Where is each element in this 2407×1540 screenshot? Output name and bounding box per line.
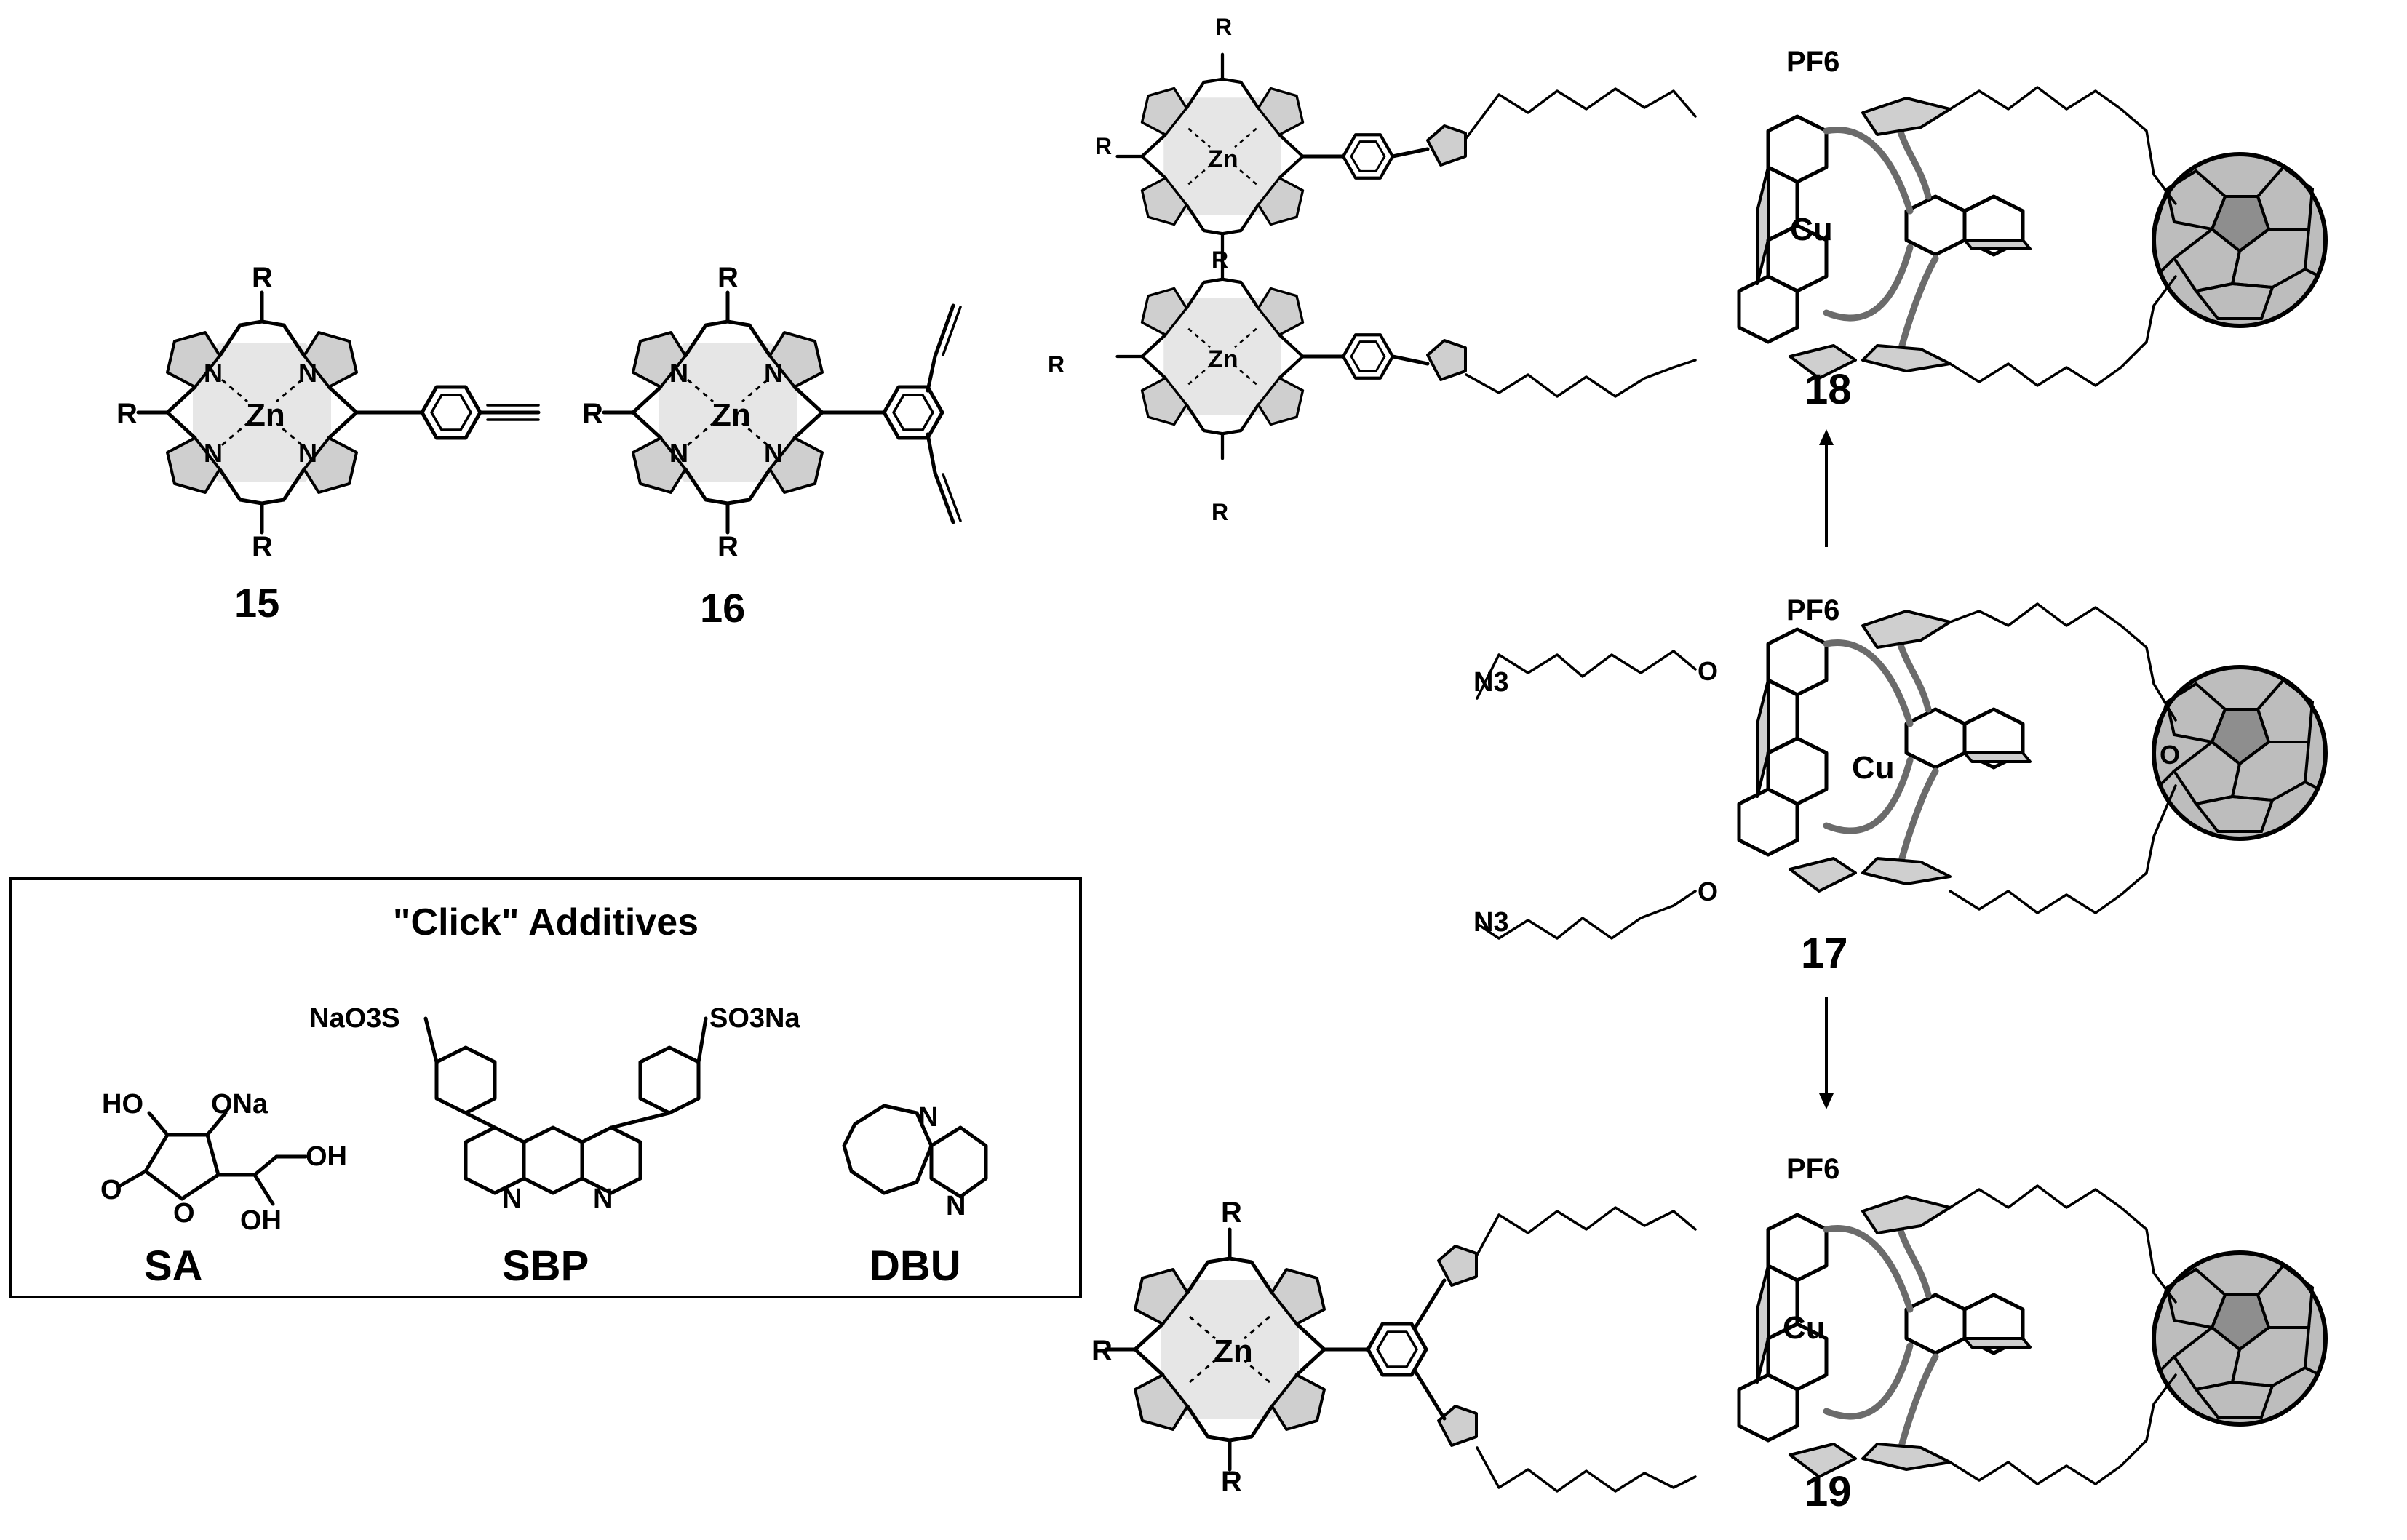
svg-text:R: R [717,262,739,294]
svg-text:N: N [502,1184,522,1214]
r-group: R [252,531,273,563]
sbp-ligand: NaO3S SO3Na N N SBP [309,1003,800,1290]
svg-text:R: R [1212,247,1228,273]
svg-text:R: R [1215,14,1232,40]
svg-text:HO: HO [102,1089,143,1120]
compound-18: Zn Zn R R R R R PF6 Cu 18 [1048,14,2326,525]
arrow-17-to-19 [1819,997,1834,1109]
svg-text:NaO3S: NaO3S [309,1003,400,1034]
azide-bottom: N3 [1473,907,1509,938]
svg-text:N: N [298,438,317,468]
svg-text:N: N [918,1102,938,1133]
svg-text:N: N [298,358,317,388]
zn-atom-15: Zn [246,397,285,433]
cu-atom-19: Cu [1783,1310,1826,1346]
r-group: R [116,398,138,430]
svg-text:R: R [1048,351,1065,378]
svg-text:N: N [764,438,783,468]
svg-text:N: N [669,358,688,388]
svg-text:N: N [669,438,688,468]
arrow-17-to-18 [1819,429,1834,547]
svg-text:OH: OH [240,1205,282,1236]
svg-text:R: R [1212,499,1228,525]
compound-15: Zn N N N N R R R 15 [116,262,541,626]
azide-top: N3 [1473,667,1509,698]
zn-atom-16: Zn [712,397,751,433]
r-group: R [252,262,273,294]
svg-text:O: O [2160,740,2180,770]
svg-text:O: O [1698,877,1718,906]
svg-text:R: R [1221,1197,1242,1229]
compound-label-15: 15 [234,580,279,626]
pf6-17: PF6 [1786,594,1839,626]
svg-text:N: N [204,358,223,388]
dbu-label: DBU [870,1242,961,1290]
dbu: N N DBU [842,1102,988,1290]
sodium-ascorbate: HO ONa O O OH OH SA [100,1089,347,1290]
svg-text:OH: OH [306,1141,347,1172]
cu-atom-18: Cu [1790,212,1833,247]
pf6-18: PF6 [1786,46,1839,78]
svg-text:O: O [1698,656,1718,686]
svg-text:SO3Na: SO3Na [709,1003,800,1034]
sa-label: SA [144,1242,203,1290]
click-additives-box: "Click" Additives HO ONa O O OH OH SA [9,877,1082,1298]
compound-19: Zn R R R PF6 Cu 19 [1091,1153,2326,1515]
compound-label-18: 18 [1805,366,1852,413]
compound-label-16: 16 [700,585,745,631]
sbp-label: SBP [502,1242,589,1290]
additives-frame [9,877,1082,1298]
svg-text:R: R [717,531,739,563]
svg-text:R: R [1221,1466,1242,1498]
compound-16: Zn N N N N R R R 16 [582,262,962,631]
compound-label-17: 17 [1801,930,1848,977]
cu-atom-17: Cu [1852,750,1895,786]
svg-text:R: R [1091,1335,1113,1367]
svg-text:Zn: Zn [1208,346,1238,373]
additives-title: "Click" Additives [393,901,699,943]
triazole-icon [1426,124,1467,381]
svg-text:R: R [582,398,603,430]
svg-text:R: R [1095,133,1112,159]
pf6-19: PF6 [1786,1153,1839,1185]
compound-17: PF6 Cu N3 N3 O O O 17 [1473,594,2326,977]
svg-text:N: N [764,358,783,388]
svg-text:Zn: Zn [1214,1333,1253,1369]
svg-text:O: O [173,1198,195,1229]
svg-text:N: N [946,1191,966,1221]
svg-text:ONa: ONa [211,1089,268,1120]
svg-text:Zn: Zn [1208,145,1238,173]
svg-text:N: N [204,438,223,468]
svg-text:O: O [100,1175,122,1205]
compound-label-19: 19 [1805,1468,1852,1515]
svg-text:N: N [593,1184,613,1214]
